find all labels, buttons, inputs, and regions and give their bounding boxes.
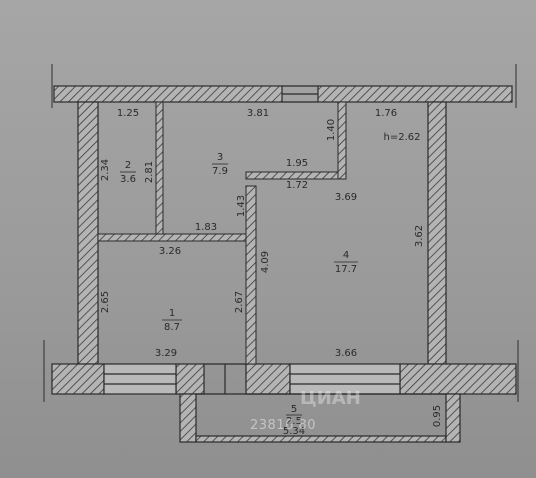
axis-lines — [43, 64, 519, 402]
dim-notch-bottom: 1.72 — [286, 180, 308, 191]
room-4-number: 4 — [343, 250, 349, 261]
dimension-labels: 1.25 3.81 1.76 2.34 2.81 1.43 1.83 3.26 … — [100, 108, 443, 437]
dim-notch-top: 1.95 — [286, 158, 308, 169]
dim-room3-bottom: 1.83 — [195, 222, 217, 233]
room-3-number: 3 — [217, 152, 223, 163]
room-1-area: 8.7 — [164, 322, 180, 333]
dim-corridor-right: 1.43 — [236, 195, 247, 217]
dim-room1-bottom: 3.29 — [155, 348, 177, 359]
top-wall — [53, 85, 513, 103]
dim-top-left: 1.25 — [117, 108, 139, 119]
room-labels: 1 8.7 2 3.6 3 7.9 4 17.7 5 2.5 — [120, 152, 358, 427]
room-1-number: 1 — [169, 308, 175, 319]
dim-top-right: 1.76 — [375, 108, 397, 119]
room-5-number: 5 — [291, 404, 297, 415]
room-4-area: 17.7 — [335, 264, 357, 275]
partitions — [97, 101, 347, 365]
dim-room4-bottom: 3.66 — [335, 348, 357, 359]
balcony — [179, 393, 461, 443]
dim-room1-left: 2.65 — [100, 291, 111, 313]
room-2-number: 2 — [125, 160, 131, 171]
bottom-wall — [51, 363, 517, 395]
room-5-area: 2.5 — [286, 416, 302, 427]
dim-balcony-depth: 0.95 — [432, 405, 443, 427]
dim-room4-right: 3.62 — [414, 225, 425, 247]
room-3-area: 7.9 — [212, 166, 228, 177]
dim-room2-left: 2.34 — [100, 159, 111, 181]
dim-notch-side: 1.40 — [326, 119, 337, 141]
dim-room1-right: 2.67 — [234, 291, 245, 313]
watermark-id: 23816 80 — [250, 418, 317, 433]
dim-room4-left: 4.09 — [260, 251, 271, 273]
dim-room2-bottom: 3.26 — [159, 246, 181, 257]
dim-balcony-width: 5.34 — [283, 426, 305, 437]
left-wall — [77, 101, 99, 365]
right-wall — [427, 101, 447, 365]
watermark-logo: ЦИАН — [300, 388, 361, 409]
dim-top-mid: 3.81 — [247, 108, 269, 119]
room-2-area: 3.6 — [120, 174, 136, 185]
dim-room2-right: 2.81 — [144, 161, 155, 183]
ceiling-height-label: h=2.62 — [384, 132, 421, 143]
dim-room4-top: 3.69 — [335, 192, 357, 203]
